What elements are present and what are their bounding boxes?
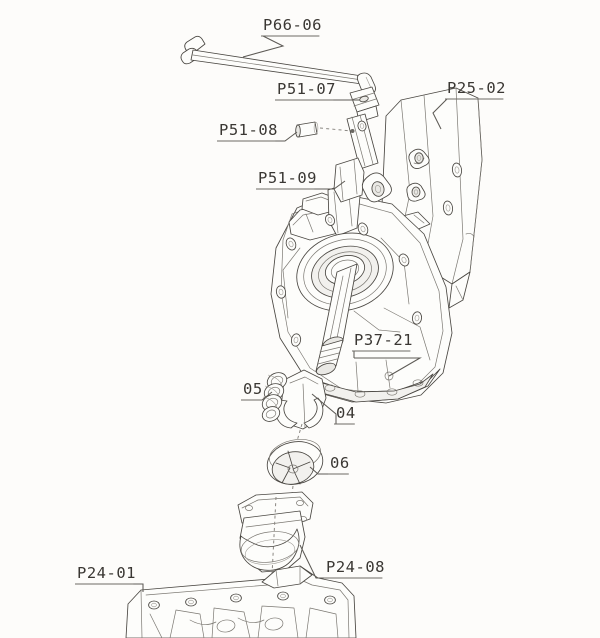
part-p51-07-clevis	[346, 86, 380, 170]
callout-label-p51-07: P51-07	[277, 80, 336, 98]
callout-p25-02: P25-02	[445, 79, 506, 100]
callout-label-p66-06: P66-06	[263, 16, 322, 34]
callout-label-p37-21: P37-21	[354, 331, 413, 349]
callout-p66-06: P66-06	[261, 16, 322, 37]
callout-p24-01: P24-01	[75, 564, 136, 585]
callout-06: 06	[328, 454, 350, 475]
leader-p66-06	[242, 35, 285, 58]
leader-p37-21b	[354, 357, 422, 377]
leader-06	[309, 466, 330, 475]
callout-p24-08: P24-08	[324, 558, 385, 579]
callout-label-05: 05	[243, 380, 263, 398]
part-p24-08-guide-sleeve	[237, 491, 314, 576]
part-05-spring-rings	[261, 372, 288, 422]
callout-label-04: 04	[336, 404, 356, 422]
callout-p37-21: P37-21	[352, 331, 413, 352]
part-p37-21-bell-housing	[270, 157, 453, 404]
callout-p51-08: P51-08	[217, 121, 278, 142]
part-p24-01-crankcase	[125, 565, 357, 638]
callout-label-p24-01: P24-01	[77, 564, 136, 582]
callout-label-06: 06	[330, 454, 350, 472]
part-06-release-bearing	[266, 423, 324, 511]
leader-p24-08	[299, 544, 326, 579]
callout-label-p51-08: P51-08	[219, 121, 278, 139]
leader-04	[311, 393, 337, 424]
callout-p51-07: P51-07	[275, 80, 336, 101]
callout-p51-09: P51-09	[256, 169, 317, 190]
callout-label-p51-09: P51-09	[258, 169, 317, 187]
callout-05: 05	[241, 380, 263, 401]
part-p51-08-roll-pin	[295, 121, 355, 138]
part-04-release-fork	[274, 369, 327, 430]
callout-04: 04	[334, 404, 356, 425]
leader-p25-02	[432, 98, 448, 130]
callout-label-p24-08: P24-08	[326, 558, 385, 576]
callout-label-p25-02: P25-02	[447, 79, 506, 97]
